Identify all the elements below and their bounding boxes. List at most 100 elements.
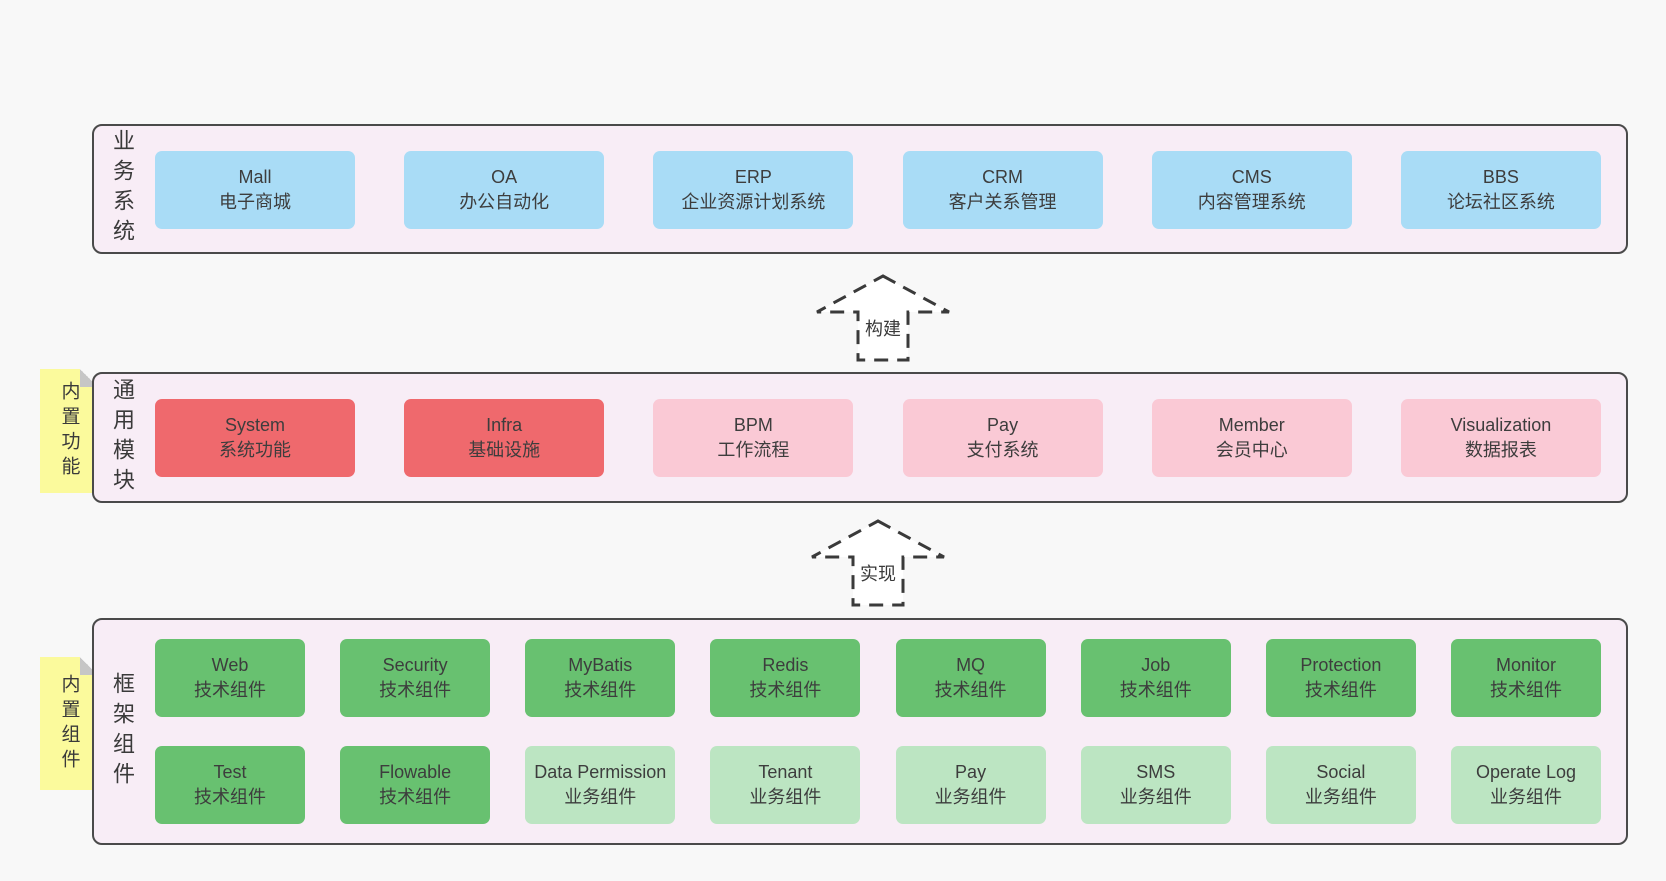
box-operate-log-en: Operate Log bbox=[1475, 761, 1577, 782]
business-systems-side-label: 业务系统 bbox=[110, 129, 135, 249]
box-flowable: Flowable 技术组件 bbox=[340, 746, 491, 824]
box-bbs-en: BBS bbox=[1482, 166, 1519, 187]
box-sms: SMS 业务组件 bbox=[1080, 746, 1231, 824]
box-security-zh: 技术组件 bbox=[379, 680, 452, 700]
box-bbs: BBS 论坛社区系统 bbox=[1400, 151, 1601, 229]
box-tenant-en: Tenant bbox=[758, 761, 813, 782]
common-modules-band: 通用模块 System 系统功能 Infra 基础设施 BPM 工作流程 Pay… bbox=[92, 372, 1628, 503]
box-mall: Mall 电子商城 bbox=[155, 151, 355, 229]
box-social: Social 业务组件 bbox=[1265, 746, 1416, 824]
box-pay-component-zh: 业务组件 bbox=[934, 787, 1007, 807]
box-mq: MQ 技术组件 bbox=[895, 639, 1046, 717]
built-in-features-note: 内置功能 bbox=[40, 369, 98, 493]
build-arrow: 构建 bbox=[815, 273, 951, 363]
framework-components-row-2: Test 技术组件 Flowable 技术组件 Data Permission … bbox=[155, 746, 1601, 824]
box-pay-system-en: Pay bbox=[987, 414, 1019, 435]
box-member-en: Member bbox=[1218, 414, 1285, 435]
box-flowable-en: Flowable bbox=[379, 761, 452, 782]
box-web-en: Web bbox=[211, 654, 249, 675]
box-redis-en: Redis bbox=[762, 654, 809, 675]
box-job-zh: 技术组件 bbox=[1119, 680, 1192, 700]
box-oa-en: OA bbox=[491, 166, 518, 187]
box-test: Test 技术组件 bbox=[155, 746, 305, 824]
box-member: Member 会员中心 bbox=[1151, 399, 1352, 477]
box-infra: Infra 基础设施 bbox=[404, 399, 605, 477]
box-pay-component-en: Pay bbox=[955, 761, 987, 782]
box-oa-zh: 办公自动化 bbox=[459, 192, 550, 212]
business-systems-row: Mall 电子商城 OA 办公自动化 ERP 企业资源计划系统 CRM 客户关系… bbox=[155, 151, 1601, 229]
box-erp: ERP 企业资源计划系统 bbox=[653, 151, 854, 229]
box-mall-en: Mall bbox=[238, 166, 272, 187]
box-member-zh: 会员中心 bbox=[1215, 440, 1288, 460]
box-job-en: Job bbox=[1141, 654, 1171, 675]
framework-components-row-1: Web 技术组件 Security 技术组件 MyBatis 技术组件 Redi… bbox=[155, 639, 1601, 717]
box-test-en: Test bbox=[213, 761, 247, 782]
box-visualization: Visualization 数据报表 bbox=[1400, 399, 1601, 477]
box-test-zh: 技术组件 bbox=[194, 787, 266, 807]
box-pay-system: Pay 支付系统 bbox=[902, 399, 1103, 477]
box-visualization-zh: 数据报表 bbox=[1464, 440, 1537, 460]
box-flowable-zh: 技术组件 bbox=[379, 787, 452, 807]
box-redis-zh: 技术组件 bbox=[749, 680, 822, 700]
box-mybatis-zh: 技术组件 bbox=[564, 680, 637, 700]
box-monitor: Monitor 技术组件 bbox=[1450, 639, 1601, 717]
box-system-en: System bbox=[224, 414, 285, 435]
box-web: Web 技术组件 bbox=[155, 639, 305, 717]
box-social-en: Social bbox=[1316, 761, 1366, 782]
box-visualization-en: Visualization bbox=[1450, 414, 1552, 435]
box-social-zh: 业务组件 bbox=[1304, 787, 1377, 807]
built-in-components-note-label: 内置组件 bbox=[58, 673, 80, 774]
box-redis: Redis 技术组件 bbox=[710, 639, 861, 717]
box-tenant-zh: 业务组件 bbox=[749, 787, 822, 807]
box-cms: CMS 内容管理系统 bbox=[1151, 151, 1352, 229]
framework-components-side-label: 框架组件 bbox=[110, 671, 135, 792]
framework-components-band: 框架组件 Web 技术组件 Security 技术组件 MyBatis 技术组件… bbox=[92, 618, 1628, 845]
box-erp-en: ERP bbox=[734, 166, 772, 187]
box-mq-zh: 技术组件 bbox=[934, 680, 1007, 700]
box-data-permission: Data Permission 业务组件 bbox=[525, 746, 676, 824]
box-cms-en: CMS bbox=[1231, 166, 1272, 187]
box-data-permission-en: Data Permission bbox=[534, 761, 667, 782]
box-sms-en: SMS bbox=[1136, 761, 1176, 782]
box-sms-zh: 业务组件 bbox=[1119, 787, 1192, 807]
box-protection-zh: 技术组件 bbox=[1304, 680, 1377, 700]
box-security-en: Security bbox=[382, 654, 448, 675]
implement-arrow: 实现 bbox=[810, 518, 946, 608]
box-crm-zh: 客户关系管理 bbox=[948, 192, 1057, 212]
box-operate-log-zh: 业务组件 bbox=[1489, 787, 1562, 807]
box-mq-en: MQ bbox=[956, 654, 986, 675]
box-cms-zh: 内容管理系统 bbox=[1197, 192, 1306, 212]
box-bpm-en: BPM bbox=[733, 414, 773, 435]
box-monitor-zh: 技术组件 bbox=[1489, 680, 1562, 700]
box-infra-zh: 基础设施 bbox=[468, 440, 541, 460]
box-bpm: BPM 工作流程 bbox=[653, 399, 854, 477]
built-in-components-note: 内置组件 bbox=[40, 657, 98, 790]
box-crm-en: CRM bbox=[982, 166, 1024, 187]
box-bbs-zh: 论坛社区系统 bbox=[1446, 192, 1555, 212]
built-in-features-note-label: 内置功能 bbox=[58, 381, 80, 481]
implement-arrow-label: 实现 bbox=[859, 560, 897, 586]
box-protection-en: Protection bbox=[1300, 654, 1382, 675]
box-erp-zh: 企业资源计划系统 bbox=[681, 192, 826, 212]
box-web-zh: 技术组件 bbox=[194, 680, 266, 700]
box-job: Job 技术组件 bbox=[1080, 639, 1231, 717]
box-protection: Protection 技术组件 bbox=[1265, 639, 1416, 717]
box-tenant: Tenant 业务组件 bbox=[710, 746, 861, 824]
box-oa: OA 办公自动化 bbox=[404, 151, 605, 229]
box-mall-zh: 电子商城 bbox=[219, 192, 291, 212]
box-infra-en: Infra bbox=[486, 414, 523, 435]
box-crm: CRM 客户关系管理 bbox=[902, 151, 1103, 229]
business-systems-band: 业务系统 Mall 电子商城 OA 办公自动化 ERP 企业资源计划系统 CRM… bbox=[92, 124, 1628, 254]
box-monitor-en: Monitor bbox=[1495, 654, 1556, 675]
common-modules-side-label: 通用模块 bbox=[110, 377, 135, 498]
box-pay-system-zh: 支付系统 bbox=[966, 440, 1039, 460]
common-modules-row: System 系统功能 Infra 基础设施 BPM 工作流程 Pay 支付系统… bbox=[155, 399, 1601, 477]
box-operate-log: Operate Log 业务组件 bbox=[1450, 746, 1601, 824]
box-mybatis-en: MyBatis bbox=[568, 654, 633, 675]
box-bpm-zh: 工作流程 bbox=[717, 440, 790, 460]
box-mybatis: MyBatis 技术组件 bbox=[525, 639, 676, 717]
box-system: System 系统功能 bbox=[155, 399, 355, 477]
box-system-zh: 系统功能 bbox=[219, 440, 291, 460]
box-pay-component: Pay 业务组件 bbox=[895, 746, 1046, 824]
box-data-permission-zh: 业务组件 bbox=[564, 787, 637, 807]
